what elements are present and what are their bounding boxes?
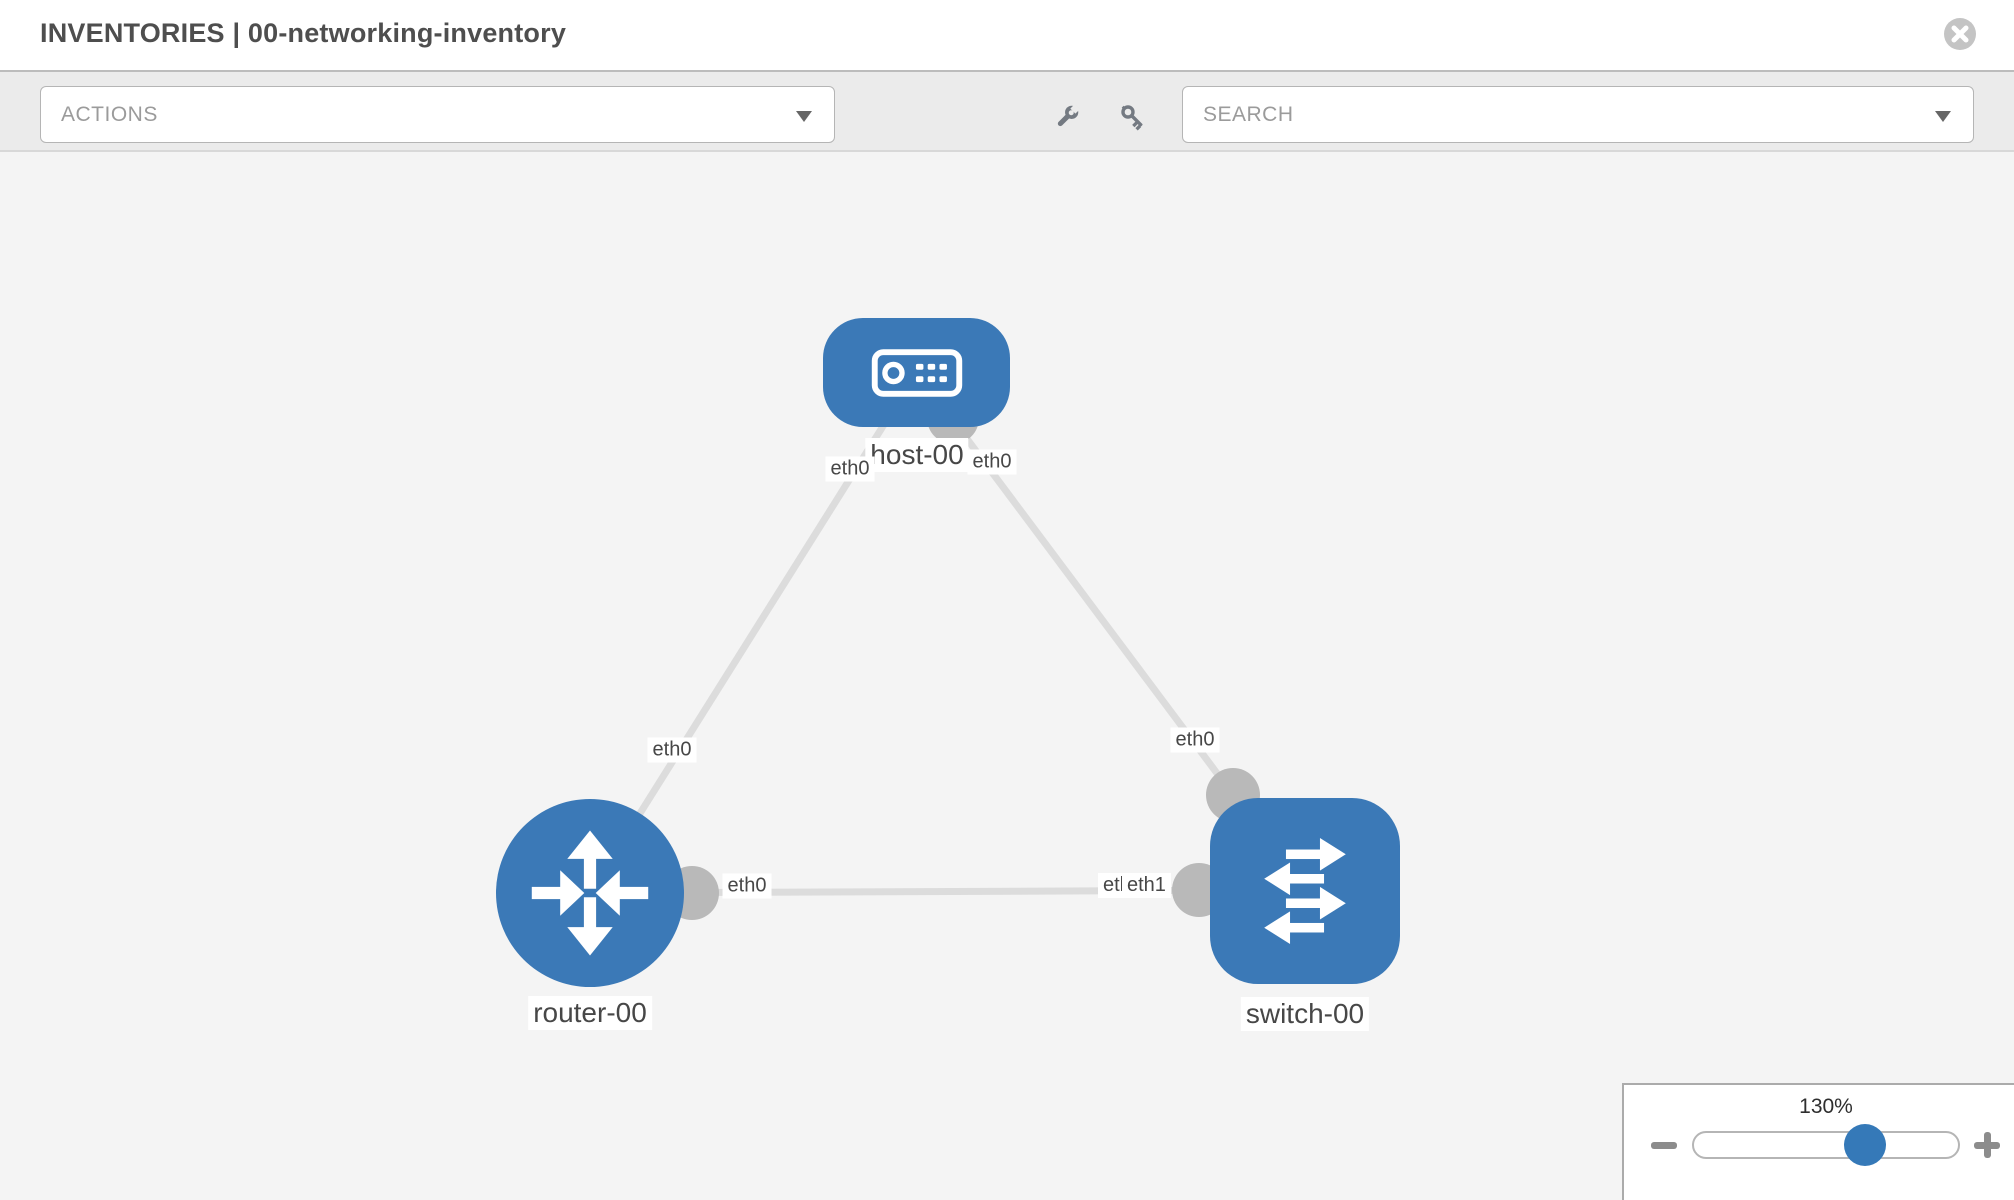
wrench-icon[interactable] [1050,102,1082,134]
switch-device-icon [1264,837,1346,945]
host-device-icon [871,348,962,397]
key-icon[interactable] [1118,102,1150,134]
close-icon[interactable] [1943,17,1977,51]
zoom-slider-track[interactable] [1692,1131,1960,1159]
node-router-00[interactable] [496,799,684,987]
links-layer [587,369,1308,920]
node-host-00[interactable] [823,318,1010,427]
zoom-level-value: 130% [1799,1095,1853,1118]
minus-icon[interactable] [1651,1142,1677,1149]
interface-label-switch-uplink: eth0 [1170,727,1220,753]
router-device-icon [531,830,649,956]
plus-icon[interactable] [1974,1132,2000,1158]
actions-dropdown[interactable]: ACTIONS [40,86,835,143]
page-title: INVENTORIES | 00-networking-inventory [40,18,567,48]
interface-label-host-right: eth0 [967,449,1017,475]
interface-label-router-right: eth0 [722,873,772,899]
topology-canvas[interactable]: host-00 router-00 switch-00 eth0 eth0 et… [0,152,2014,1200]
caret-down-icon [796,110,812,122]
interface-label-host-left: eth0 [825,456,875,482]
search-dropdown[interactable]: SEARCH [1182,86,1974,143]
topology-toolbar: ACTIONS SEARCH [0,70,2014,152]
node-switch-00[interactable] [1210,798,1400,984]
node-label-host: host-00 [865,438,969,472]
actions-dropdown-label: ACTIONS [61,102,158,126]
interface-label-switch-left-front: eth1 [1122,873,1171,898]
node-label-switch: switch-00 [1240,997,1370,1031]
interface-label-router-uplink: eth0 [647,737,697,763]
page-header: INVENTORIES | 00-networking-inventory [0,0,2014,70]
node-label-router: router-00 [528,996,652,1030]
plus-bar [1984,1132,1991,1158]
zoom-control-panel: 130% [1622,1083,2014,1200]
search-placeholder: SEARCH [1203,102,1294,126]
caret-down-icon [1935,110,1951,122]
zoom-slider-thumb[interactable] [1844,1124,1886,1166]
